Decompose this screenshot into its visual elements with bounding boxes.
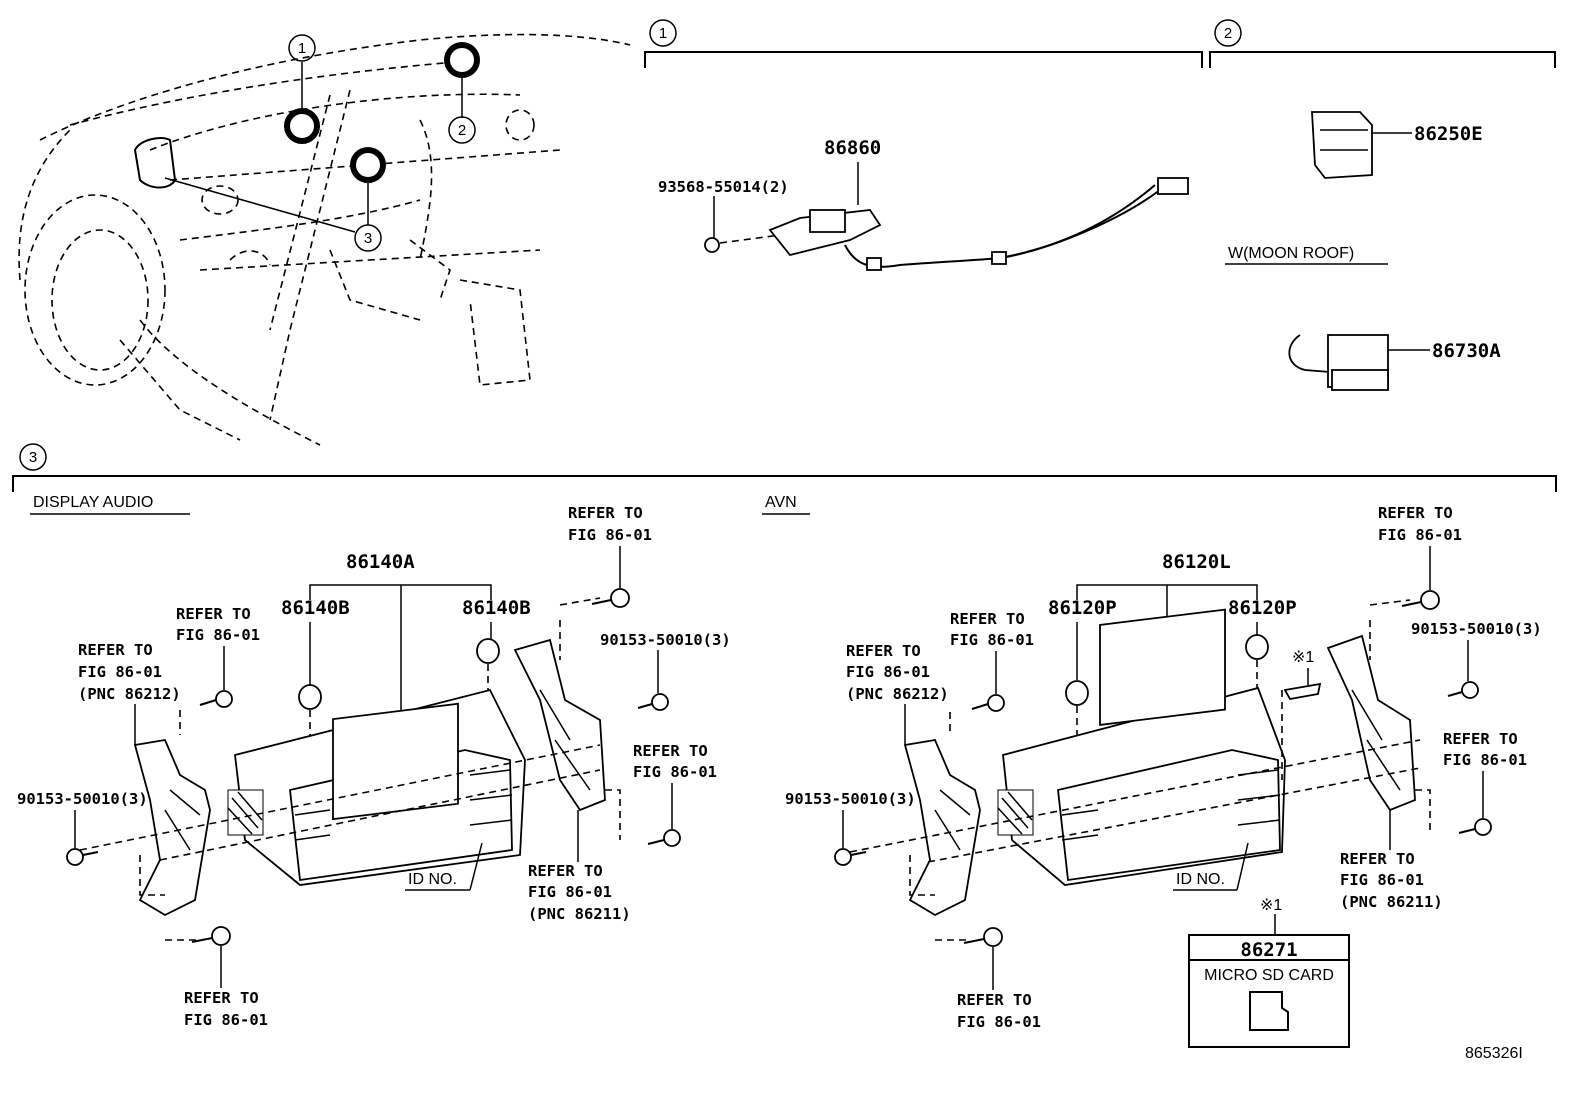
micro-sd-card-label: MICRO SD CARD xyxy=(1204,967,1334,984)
da-ref-right-bottom-line2: FIG 86-01 xyxy=(528,883,612,901)
da-ref-inner-left-line1: REFER TO xyxy=(176,605,251,623)
bolt-93568-label: 93568-55014(2) xyxy=(658,178,789,196)
da-id-no-label: ID NO. xyxy=(408,871,457,888)
avn-group: AVN 86120L 86120P 86120P xyxy=(762,494,1542,1048)
avn-ref-right-bottom-line2: FIG 86-01 xyxy=(1340,871,1424,889)
section-2-moon-roof: 2 86250E W(MOON ROOF) 86730A xyxy=(1209,19,1556,391)
screw-icon xyxy=(66,588,681,946)
avn-ref-outer-left-line3: (PNC 86212) xyxy=(846,685,949,703)
avn-heading: AVN xyxy=(765,494,797,511)
callout-3-overview: 3 xyxy=(364,230,372,247)
da-ref-right-bottom-line3: (PNC 86211) xyxy=(528,905,631,923)
avn-id-no-label: ID NO. xyxy=(1176,871,1225,888)
avn-ref-right-mid-line2: FIG 86-01 xyxy=(1443,751,1527,769)
part-86140A-label: 86140A xyxy=(346,551,415,573)
part-86860-label: 86860 xyxy=(824,137,881,159)
section-1-inside-mirror: 1 86860 93568-55014(2) xyxy=(644,19,1203,271)
da-ref-top-right-line1: REFER TO xyxy=(568,504,643,522)
callout-3-header: 3 xyxy=(29,449,37,466)
moon-roof-label: W(MOON ROOF) xyxy=(1228,245,1354,262)
part-86140B-left-label: 86140B xyxy=(281,597,350,619)
da-ref-right-mid-line1: REFER TO xyxy=(633,742,708,760)
da-screw-right-label: 90153-50010(3) xyxy=(600,631,731,649)
da-screw-left-label: 90153-50010(3) xyxy=(17,790,148,808)
callout-1-overview: 1 xyxy=(298,40,306,57)
section-3-header: 3 xyxy=(12,443,1557,492)
avn-ref-bottom-line1: REFER TO xyxy=(957,991,1032,1009)
avn-note-mark-bottom: ※1 xyxy=(1260,897,1282,914)
part-86250E-label: 86250E xyxy=(1414,123,1483,145)
avn-ref-right-bottom-line3: (PNC 86211) xyxy=(1340,893,1443,911)
avn-ref-top-right-line1: REFER TO xyxy=(1378,504,1453,522)
avn-ref-right-bottom-line1: REFER TO xyxy=(1340,850,1415,868)
figure-number: 865326I xyxy=(1465,1045,1523,1062)
callout-1-header: 1 xyxy=(659,25,667,42)
display-audio-heading: DISPLAY AUDIO xyxy=(33,494,153,511)
part-86120P-right-label: 86120P xyxy=(1228,597,1297,619)
part-86140B-right-label: 86140B xyxy=(462,597,531,619)
da-ref-inner-left-line2: FIG 86-01 xyxy=(176,626,260,644)
da-ref-outer-left-line3: (PNC 86212) xyxy=(78,685,181,703)
avn-ref-outer-left-line1: REFER TO xyxy=(846,642,921,660)
micro-sd-card-box: 86271 MICRO SD CARD xyxy=(1188,934,1350,1048)
screw-icon xyxy=(834,590,1492,947)
avn-ref-inner-left-line2: FIG 86-01 xyxy=(950,631,1034,649)
avn-screw-right-label: 90153-50010(3) xyxy=(1411,620,1542,638)
display-audio-group: DISPLAY AUDIO 86140A 86140B 86140B xyxy=(17,494,731,1029)
avn-ref-bottom-line2: FIG 86-01 xyxy=(957,1013,1041,1031)
da-ref-outer-left-line2: FIG 86-01 xyxy=(78,663,162,681)
avn-ref-inner-left-line1: REFER TO xyxy=(950,610,1025,628)
callout-2-overview: 2 xyxy=(458,122,466,139)
da-ref-outer-left-line1: REFER TO xyxy=(78,641,153,659)
micro-sd-card-icon xyxy=(1249,991,1289,1031)
dashboard-overview: 1 2 3 xyxy=(18,33,631,446)
avn-ref-outer-left-line2: FIG 86-01 xyxy=(846,663,930,681)
part-86271-label: 86271 xyxy=(1240,939,1297,961)
avn-ref-top-right-line2: FIG 86-01 xyxy=(1378,526,1462,544)
part-86730A-label: 86730A xyxy=(1432,340,1501,362)
da-ref-top-right-line2: FIG 86-01 xyxy=(568,526,652,544)
avn-screw-left-label: 90153-50010(3) xyxy=(785,790,916,808)
avn-ref-right-mid-line1: REFER TO xyxy=(1443,730,1518,748)
da-ref-right-bottom-line1: REFER TO xyxy=(528,862,603,880)
da-ref-right-mid-line2: FIG 86-01 xyxy=(633,763,717,781)
part-86120L-label: 86120L xyxy=(1162,551,1231,573)
callout-2-header: 2 xyxy=(1224,25,1232,42)
avn-note-mark-top: ※1 xyxy=(1292,649,1314,666)
da-ref-bottom-line1: REFER TO xyxy=(184,989,259,1007)
part-86120P-left-label: 86120P xyxy=(1048,597,1117,619)
da-ref-bottom-line2: FIG 86-01 xyxy=(184,1011,268,1029)
